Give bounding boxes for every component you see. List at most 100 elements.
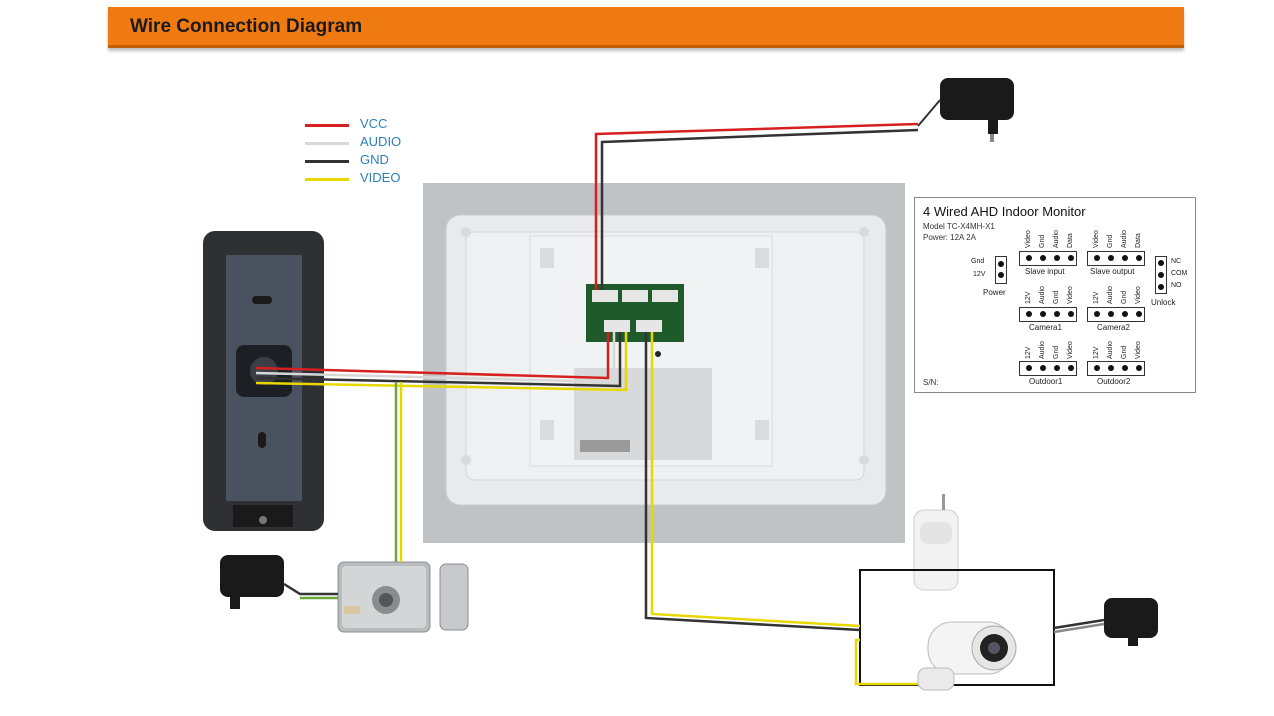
terminal-outdoor2: 12V Audio Gnd Video Outdoor2	[1087, 334, 1147, 392]
pin-label: Video	[1135, 341, 1142, 359]
pin	[1026, 365, 1032, 371]
header-bar: Wire Connection Diagram	[108, 7, 1184, 48]
block-name: Slave output	[1090, 267, 1135, 276]
pin-label-com: COM	[1171, 270, 1188, 277]
pin	[1054, 365, 1060, 371]
pin-label: 12V	[1025, 291, 1032, 304]
electric-lock	[337, 561, 469, 633]
cctv-camera	[917, 621, 1017, 691]
pin-label: Gnd	[1107, 234, 1114, 248]
legend-line-video	[305, 178, 349, 181]
outdoor1-pins	[1019, 361, 1077, 376]
pin	[1122, 365, 1128, 371]
camera2-pins	[1087, 307, 1145, 322]
slave-input-pins	[1019, 251, 1077, 266]
terminal-unlock: NC COM NO Unlock	[1151, 256, 1195, 307]
pin-label: Video	[1067, 341, 1074, 359]
block-name-power: Power	[983, 288, 1006, 297]
terminal-slave-input: Video Gnd Audio Data Slave input	[1019, 220, 1079, 280]
panel-model: Model TC-X4MH-X1	[923, 222, 995, 231]
wire-legend: VCC AUDIO GND VIDEO	[300, 116, 430, 192]
legend-line-audio	[305, 142, 349, 145]
power-adapter-camera	[1104, 598, 1158, 646]
terminal-camera1: 12V Audio Gnd Video Camera1	[1019, 278, 1079, 338]
legend-item-audio: AUDIO	[300, 134, 430, 150]
pin	[998, 272, 1004, 278]
terminal-label-panel: 4 Wired AHD Indoor Monitor Model TC-X4MH…	[914, 197, 1196, 393]
slave-output-pins	[1087, 251, 1145, 266]
panel-serial: S/N:	[923, 378, 939, 387]
power-pins	[995, 256, 1007, 284]
pin	[1108, 365, 1114, 371]
pin	[1054, 311, 1060, 317]
block-name: Camera1	[1029, 323, 1062, 332]
pin	[1068, 255, 1074, 261]
camera1-pins	[1019, 307, 1077, 322]
legend-item-vcc: VCC	[300, 116, 430, 132]
power-adapter-lock	[220, 555, 284, 609]
block-name: Outdoor1	[1029, 377, 1063, 386]
pin	[1040, 365, 1046, 371]
pin-label: Gnd	[1053, 290, 1060, 304]
pin	[1108, 311, 1114, 317]
legend-line-vcc	[305, 124, 349, 127]
pin	[1026, 255, 1032, 261]
pin-label: Audio	[1039, 341, 1046, 359]
lock-wires	[283, 382, 403, 600]
pin-label: 12V	[1093, 291, 1100, 304]
pin-label: Gnd	[1053, 345, 1060, 359]
pin-label: Audio	[1121, 230, 1128, 248]
pin-label: Gnd	[1121, 345, 1128, 359]
unlock-pins	[1155, 256, 1167, 294]
pin	[1136, 365, 1142, 371]
pin-label: Audio	[1039, 286, 1046, 304]
pin-label: Gnd	[1121, 290, 1128, 304]
pin	[1158, 284, 1164, 290]
pin-label-no: NO	[1171, 282, 1182, 289]
pin	[1068, 311, 1074, 317]
pin	[1026, 311, 1032, 317]
pin-label: Audio	[1107, 286, 1114, 304]
pin	[1094, 365, 1100, 371]
pin	[1068, 365, 1074, 371]
block-name: Outdoor2	[1097, 377, 1131, 386]
indoor-monitor-back	[423, 183, 905, 543]
door-station	[203, 231, 324, 531]
pin-label-gnd: Gnd	[971, 258, 985, 265]
legend-label: VCC	[360, 116, 388, 131]
pin	[1054, 255, 1060, 261]
panel-title: 4 Wired AHD Indoor Monitor	[923, 204, 1086, 219]
legend-label: AUDIO	[360, 134, 402, 149]
panel-power: Power: 12A 2A	[923, 233, 976, 242]
pin	[1136, 311, 1142, 317]
pin	[1158, 272, 1164, 278]
pir-sensor	[913, 494, 959, 591]
pin	[1094, 311, 1100, 317]
camera-wires	[644, 332, 1105, 686]
pin-label: Gnd	[1039, 234, 1046, 248]
block-name-unlock: Unlock	[1151, 298, 1176, 307]
pin-label: Video	[1093, 230, 1100, 248]
legend-item-video: VIDEO	[300, 170, 430, 186]
pin	[1040, 311, 1046, 317]
pin	[1158, 260, 1164, 266]
power-adapter-monitor	[940, 78, 1014, 142]
legend-line-gnd	[305, 160, 349, 163]
pin-label-nc: NC	[1171, 258, 1182, 265]
pin	[998, 261, 1004, 267]
legend-label: VIDEO	[360, 170, 401, 185]
pin	[1108, 255, 1114, 261]
block-name: Slave input	[1025, 267, 1065, 276]
pin	[1094, 255, 1100, 261]
terminal-camera2: 12V Audio Gnd Video Camera2	[1087, 278, 1147, 338]
outdoor2-pins	[1087, 361, 1145, 376]
pin-label: Data	[1135, 233, 1142, 248]
pin-label: Video	[1025, 230, 1032, 248]
legend-label: GND	[360, 152, 389, 167]
pin	[1122, 311, 1128, 317]
pin	[1136, 255, 1142, 261]
pin-label: Data	[1067, 233, 1074, 248]
pin-label: Video	[1067, 286, 1074, 304]
pin-label: Audio	[1053, 230, 1060, 248]
